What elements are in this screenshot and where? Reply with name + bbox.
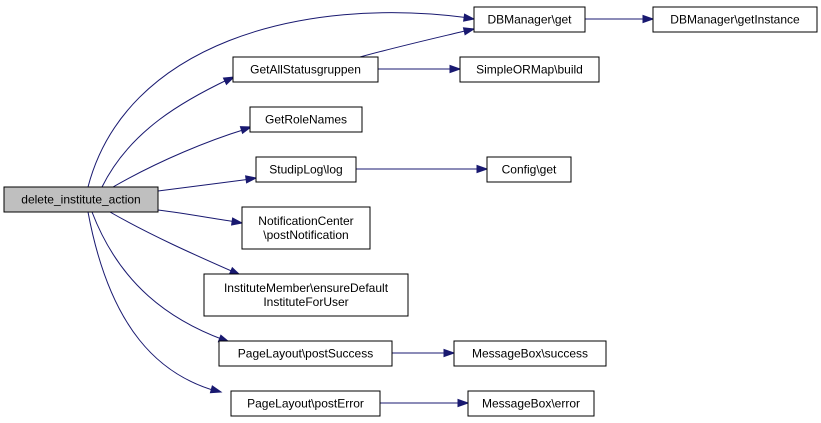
node-label: GetAllStatusgruppen (250, 63, 361, 77)
node-label: \postNotification (263, 228, 348, 242)
edges-layer (87, 12, 655, 408)
node-label: SimpleORMap\build (476, 63, 583, 77)
node-simpleormap-build[interactable]: SimpleORMap\build (459, 56, 600, 83)
edge-delete-institute-action-to-getrolenames (112, 126, 253, 188)
node-label: InstituteForUser (263, 295, 348, 309)
node-label: InstituteMember\ensureDefault (224, 281, 389, 295)
nodes-layer: delete_institute_action DBManager\get DBMa… (3, 6, 818, 417)
edge-pagelayout-postsuccess-to-messagebox-success (392, 348, 456, 358)
node-label: StudipLog\log (269, 163, 342, 177)
edge-delete-institute-action-to-dbmanager-get (87, 12, 476, 188)
edge-getallstatusgruppen-to-simpleormap-build (378, 64, 462, 74)
node-box (203, 273, 409, 317)
arrowhead-icon (462, 27, 476, 36)
node-box (241, 206, 371, 250)
edge-line (91, 211, 225, 341)
node-label: DBManager\get (487, 13, 572, 27)
edge-delete-institute-action-to-pagelayout-postsuccess (91, 211, 231, 343)
arrowhead-icon (476, 164, 489, 174)
node-studiplog-log[interactable]: StudipLog\log (255, 156, 357, 183)
node-label: PageLayout\postError (247, 397, 364, 411)
node-box (255, 156, 357, 183)
node-box (249, 106, 363, 133)
node-label: delete_institute_action (21, 193, 140, 207)
node-box (459, 56, 600, 83)
node-delete-institute-action[interactable]: delete_institute_action (3, 186, 159, 213)
node-box (230, 390, 381, 417)
edge-line (87, 12, 471, 188)
node-label: GetRoleNames (265, 113, 347, 127)
edge-studiplog-log-to-config-get (356, 164, 489, 174)
node-pagelayout-postsuccess[interactable]: PageLayout\postSuccess (218, 340, 393, 367)
node-box (3, 186, 159, 213)
node-box (486, 156, 572, 183)
node-config-get[interactable]: Config\get (486, 156, 572, 183)
edge-line (157, 178, 252, 192)
edge-line (359, 29, 470, 58)
edge-line (157, 209, 238, 223)
edge-delete-institute-action-to-institutemember-ensuredefault-instituteforuser (109, 211, 242, 276)
edge-delete-institute-action-to-getallstatusgruppen (101, 76, 236, 188)
node-label: NotificationCenter (258, 214, 353, 228)
edge-line (87, 211, 217, 392)
edge-line (112, 128, 247, 188)
node-box (467, 390, 595, 417)
node-label: Config\get (502, 163, 557, 177)
node-label: PageLayout\postSuccess (238, 347, 373, 361)
arrowhead-icon (449, 64, 462, 74)
node-pagelayout-posterror[interactable]: PageLayout\postError (230, 390, 381, 417)
node-box (218, 340, 393, 367)
node-label: MessageBox\success (472, 347, 588, 361)
edge-pagelayout-posterror-to-messagebox-error (380, 398, 470, 408)
edge-line (109, 211, 237, 274)
node-box (232, 56, 379, 83)
edge-delete-institute-action-to-pagelayout-posterror (87, 211, 223, 394)
node-notificationcenter-postnotification[interactable]: NotificationCenter\postNotification (241, 206, 371, 250)
arrowhead-icon (245, 175, 258, 184)
node-dbmanager-get[interactable]: DBManager\get (473, 6, 586, 33)
node-messagebox-success[interactable]: MessageBox\success (453, 340, 607, 367)
arrowhead-icon (457, 398, 470, 408)
node-box (453, 340, 607, 367)
edge-getallstatusgruppen-to-dbmanager-get (359, 27, 476, 58)
node-box (473, 6, 586, 33)
node-label: DBManager\getInstance (670, 13, 800, 27)
arrowhead-icon (642, 14, 655, 24)
arrowhead-icon (463, 13, 476, 22)
arrowhead-icon (209, 385, 223, 394)
edge-delete-institute-action-to-notificationcenter-postnotification (157, 209, 244, 226)
arrowhead-icon (222, 76, 236, 86)
edge-dbmanager-get-to-dbmanager-getinstance (585, 14, 655, 24)
arrowhead-icon (239, 126, 253, 135)
arrowhead-icon (443, 348, 456, 358)
edge-delete-institute-action-to-studiplog-log (157, 175, 258, 192)
node-getallstatusgruppen[interactable]: GetAllStatusgruppen (232, 56, 379, 83)
node-getrolenames[interactable]: GetRoleNames (249, 106, 363, 133)
node-institutemember-ensuredefault-instituteforuser[interactable]: InstituteMember\ensureDefaultInstituteFo… (203, 273, 409, 317)
arrowhead-icon (230, 217, 244, 226)
node-messagebox-error[interactable]: MessageBox\error (467, 390, 595, 417)
node-label: MessageBox\error (482, 397, 580, 411)
node-box (652, 6, 818, 33)
edge-line (101, 78, 230, 188)
node-dbmanager-getinstance[interactable]: DBManager\getInstance (652, 6, 818, 33)
